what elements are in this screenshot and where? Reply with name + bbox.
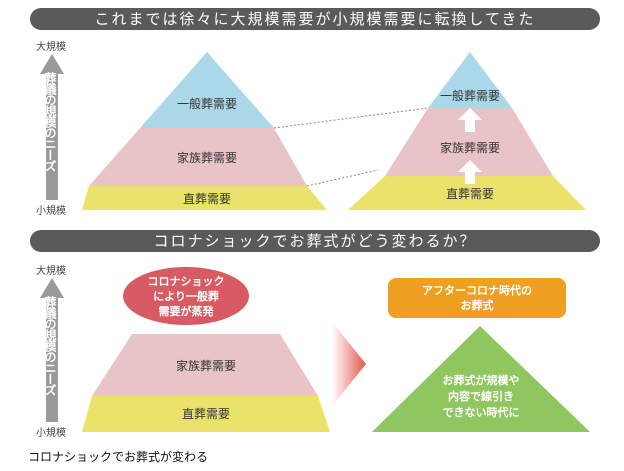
after-corona-box: アフターコロナ時代の お葬式 bbox=[388, 278, 566, 318]
pyramid-middle-label: 家族葬需要 bbox=[177, 150, 237, 165]
up-arrow bbox=[458, 160, 482, 184]
green-pyramid: お葬式が規模や 内容で線引き できない時代に bbox=[372, 326, 590, 432]
connector-line bbox=[306, 169, 379, 187]
pyramid-top-layer bbox=[140, 52, 274, 128]
pyramid-after-bottom-label: 直葬需要 bbox=[446, 187, 494, 201]
connector-line bbox=[273, 107, 429, 129]
pyramid-after-middle-layer bbox=[385, 108, 553, 176]
transition-arrow bbox=[332, 322, 366, 406]
axis-vertical-label-2: 葬儀の規模のニーズ bbox=[43, 296, 57, 395]
axis-arrow bbox=[40, 54, 64, 200]
pyramid-before: 一般葬需要 家族葬需要 直葬需要 bbox=[82, 52, 327, 210]
bubble-line-2: により一般葬 bbox=[153, 289, 219, 303]
pyramid-after-top-label: 一般葬需要 bbox=[440, 88, 500, 103]
after-corona-line-1: アフターコロナ時代の bbox=[422, 283, 532, 297]
green-pyramid-line-1: お葬式が規模や bbox=[443, 373, 520, 387]
section-title-bar-2: コロナショックでお葬式がどう変わるか？ bbox=[30, 230, 600, 252]
pyramid-after-top-layer bbox=[428, 52, 512, 108]
bubble-line-3: 需要が蒸発 bbox=[159, 304, 215, 318]
axis-top-label: 大規模 bbox=[36, 42, 66, 53]
pyramid-bottom-layer bbox=[82, 186, 327, 210]
pyramid-middle-layer bbox=[89, 128, 307, 186]
green-pyramid-line-3: できない時代に bbox=[443, 405, 520, 419]
pyramid-after-middle-label: 家族葬需要 bbox=[440, 140, 500, 155]
trapezoid-bottom-label: 直葬需要 bbox=[182, 407, 230, 421]
trapezoid-bottom-layer bbox=[82, 396, 330, 432]
corona-bubble: コロナショック により一般葬 需要が蒸発 bbox=[123, 267, 249, 325]
axis-vertical-label: 葬儀の規模のニーズ bbox=[43, 72, 57, 171]
bubble-line-1: コロナショック bbox=[148, 275, 225, 288]
pyramid-bottom-label: 直葬需要 bbox=[183, 192, 231, 206]
axis-bottom-label: 小規模 bbox=[36, 206, 66, 217]
figure-caption: コロナショックでお葬式が変わる bbox=[28, 450, 209, 464]
green-pyramid-line-2: 内容で線引き bbox=[448, 389, 514, 403]
pyramid-top-label: 一般葬需要 bbox=[177, 96, 237, 111]
axis-bottom-label-2: 小規模 bbox=[36, 428, 66, 439]
trapezoid: 家族葬需要 直葬需要 bbox=[82, 334, 330, 432]
pyramid-after: 一般葬需要 家族葬需要 直葬需要 bbox=[348, 52, 586, 210]
trapezoid-middle-layer bbox=[92, 334, 318, 396]
pyramid-after-bottom-layer bbox=[348, 176, 586, 210]
section-title-bar: これまでは徐々に大規模需要が小規模需要に転換してきた bbox=[30, 8, 600, 30]
trapezoid-middle-label: 家族葬需要 bbox=[176, 358, 236, 373]
axis-arrow-2 bbox=[40, 278, 64, 422]
up-arrow bbox=[458, 108, 482, 132]
after-corona-line-2: お葬式 bbox=[461, 298, 494, 312]
axis-top-label-2: 大規模 bbox=[36, 266, 66, 277]
